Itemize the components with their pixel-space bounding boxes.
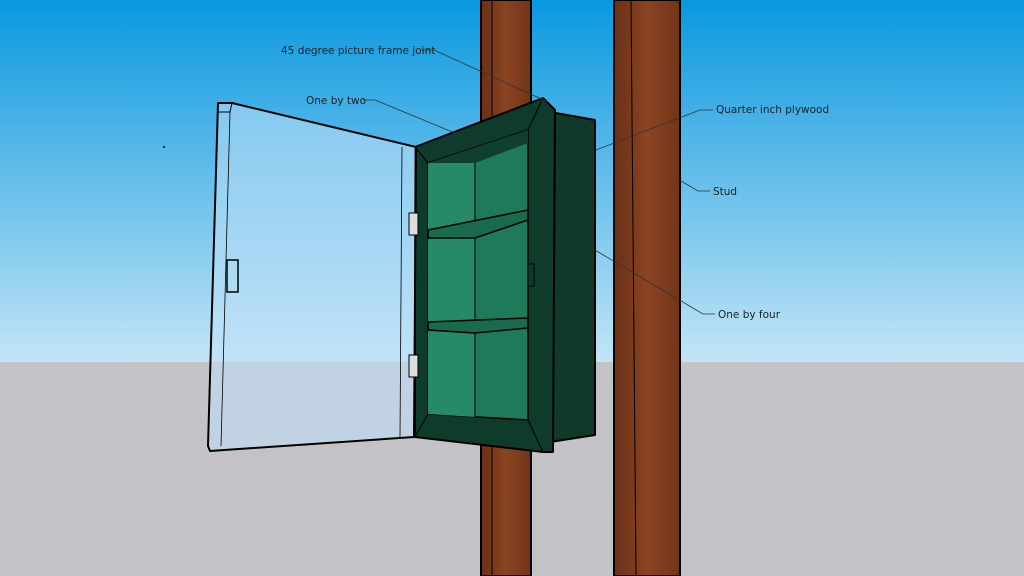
label-one-by-four: One by four xyxy=(718,309,781,321)
annotation-one-by-two: One by two xyxy=(306,95,463,137)
label-one-by-two: One by two xyxy=(306,95,366,107)
annotation-plywood: Quarter inch plywood xyxy=(595,104,829,151)
hinge-lower xyxy=(408,354,419,378)
annotation-stud: Stud xyxy=(675,177,737,198)
label-joint: 45 degree picture frame joint xyxy=(281,45,435,57)
glass-door[interactable] xyxy=(207,102,419,452)
door-handle[interactable] xyxy=(226,259,239,293)
label-stud: Stud xyxy=(713,186,737,198)
dot xyxy=(163,146,165,148)
label-plywood: Quarter inch plywood xyxy=(716,104,829,116)
shelf-lower xyxy=(427,317,529,334)
door-catch xyxy=(527,263,535,287)
right-stud xyxy=(613,0,681,576)
annotation-joint: 45 degree picture frame joint xyxy=(281,45,549,103)
cabinet xyxy=(414,97,556,453)
cabinet-interior-left xyxy=(428,163,475,417)
annotation-one-by-four: One by four xyxy=(577,239,781,321)
shelf-upper xyxy=(427,209,529,239)
cabinet-side-box xyxy=(549,111,596,443)
cabinet-interior-top xyxy=(428,130,528,163)
hinge-upper xyxy=(408,212,419,236)
